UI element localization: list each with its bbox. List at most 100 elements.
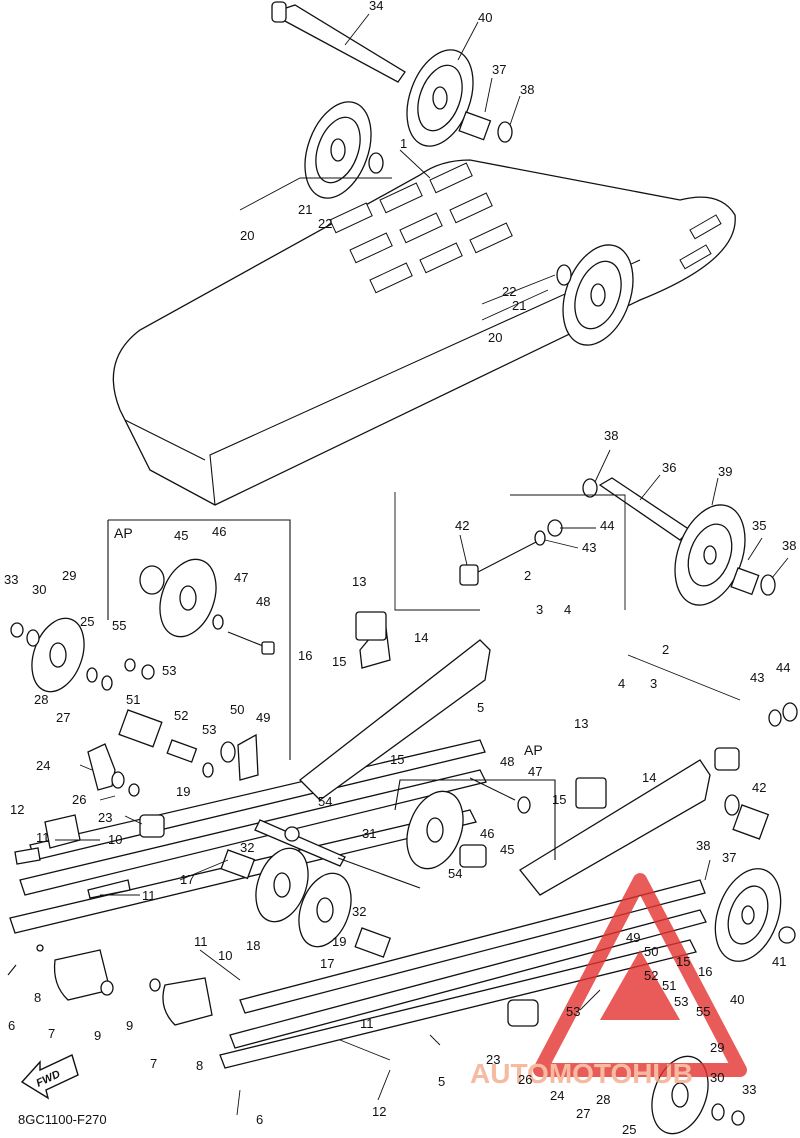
callout-c11a: 11 (36, 830, 50, 845)
callout-c49b: 49 (626, 930, 640, 945)
callout-c43a: 43 (582, 540, 596, 555)
callout-c17b: 17 (320, 956, 334, 971)
callout-c9b: 9 (126, 1018, 133, 1033)
callout-c50b: 50 (644, 944, 658, 959)
diagram-code: 8GC1100-F270 (18, 1112, 107, 1127)
callout-c15c: 15 (552, 792, 566, 807)
wheel-39 (674, 504, 746, 606)
track-lugs (329, 162, 722, 294)
callout-c27a: 27 (56, 710, 70, 725)
callout-c38b: 38 (604, 428, 618, 443)
callout-c41: 41 (772, 954, 786, 969)
callout-c32b: 32 (352, 904, 366, 919)
callout-c54b: 54 (448, 866, 462, 881)
leader-lines (55, 13, 789, 1116)
callout-c12a: 12 (10, 802, 24, 817)
callout-c34: 34 (369, 0, 383, 13)
ski-block-7-center (149, 977, 213, 1026)
wheel-20-lower (562, 244, 634, 346)
callout-c38d: 38 (696, 838, 710, 853)
callout-c32a: 32 (240, 840, 254, 855)
callout-c2a: 2 (524, 568, 531, 583)
callout-c55b: 55 (696, 1004, 710, 1019)
wheel-29-left (10, 617, 113, 693)
callout-c15b: 15 (390, 752, 404, 767)
callout-c21a: 21 (298, 202, 312, 217)
slide-rail-right (219, 879, 707, 1069)
spacer-35-38 (730, 567, 776, 596)
callout-c19a: 19 (176, 784, 190, 799)
callout-c40b: 40 (730, 992, 744, 1007)
callout-c30b: 30 (710, 1070, 724, 1085)
callout-c50a: 50 (230, 702, 244, 717)
callout-c7b: 7 (150, 1056, 157, 1071)
ap-box-left: AP (107, 519, 291, 760)
callout-c9a: 9 (94, 1028, 101, 1043)
callout-c26a: 26 (72, 792, 86, 807)
callout-c24b: 24 (550, 1088, 564, 1103)
ap-box-right: AP (394, 742, 556, 870)
callout-c43b: 43 (750, 670, 764, 685)
callout-c55a: 55 (112, 618, 126, 633)
callout-c13b: 13 (574, 716, 588, 731)
callout-c29b: 29 (710, 1040, 724, 1055)
callout-c15d: 15 (676, 954, 690, 969)
callout-c5a: 5 (477, 700, 484, 715)
callout-c13a: 13 (352, 574, 366, 589)
callout-c38a: 38 (520, 82, 534, 97)
callout-c27b: 27 (576, 1106, 590, 1121)
callout-c52b: 52 (644, 968, 658, 983)
callout-c37a: 37 (492, 62, 506, 77)
ski-block-7-left (7, 944, 114, 1001)
callout-c11c: 11 (194, 934, 208, 949)
fwd-arrow-icon: FWD (20, 1054, 79, 1100)
callout-c45a: 45 (174, 528, 188, 543)
callout-c35: 35 (752, 518, 766, 533)
callout-c25b: 25 (622, 1122, 636, 1137)
wheel-40-lower (714, 868, 796, 962)
callout-c30a: 30 (32, 582, 46, 597)
callout-c44a: 44 (600, 518, 614, 533)
callout-c19b: 19 (332, 934, 346, 949)
callout-c28a: 28 (34, 692, 48, 707)
spacers-51-52 (118, 658, 259, 781)
callout-c6b: 6 (256, 1112, 263, 1127)
callout-c18: 18 (246, 938, 260, 953)
callout-c21b: 21 (512, 298, 526, 313)
callout-c26b: 26 (518, 1072, 532, 1087)
callout-c42b: 42 (752, 780, 766, 795)
callout-c8a: 8 (34, 990, 41, 1005)
callout-c44b: 44 (776, 660, 790, 675)
callout-c5b: 5 (438, 1074, 445, 1089)
callout-c3b: 3 (650, 676, 657, 691)
callout-c42a: 42 (455, 518, 469, 533)
wheel-40-top (406, 49, 474, 147)
callout-c29a: 29 (62, 568, 76, 583)
bracket-24-left (87, 743, 140, 797)
callout-c53c: 53 (674, 994, 688, 1009)
callout-c48b: 48 (500, 754, 514, 769)
ap-label-left: AP (114, 525, 133, 541)
callout-c11b: 11 (142, 888, 156, 903)
callout-c54a: 54 (318, 794, 332, 809)
callout-c22a: 22 (318, 216, 332, 231)
callout-c33a: 33 (4, 572, 18, 587)
callout-c3a: 3 (536, 602, 543, 617)
watermark-logo: AUTOMOTOHUB (470, 873, 747, 1089)
collar-42-43-44 (459, 519, 563, 586)
callout-c1: 1 (400, 136, 407, 151)
callout-c8b: 8 (196, 1058, 203, 1073)
callout-c16b: 16 (698, 964, 712, 979)
spacer-37-38-top (368, 111, 572, 286)
callout-c10a: 10 (108, 832, 122, 847)
callout-c6a: 6 (8, 1018, 15, 1033)
shaft-17-right (354, 927, 539, 1027)
callout-c11d: 11 (360, 1016, 374, 1031)
spacer-37-38-right (714, 702, 798, 840)
callout-c10b: 10 (218, 948, 232, 963)
collar-23-left (139, 814, 165, 838)
callout-c36: 36 (662, 460, 676, 475)
drive-track (112, 159, 736, 506)
